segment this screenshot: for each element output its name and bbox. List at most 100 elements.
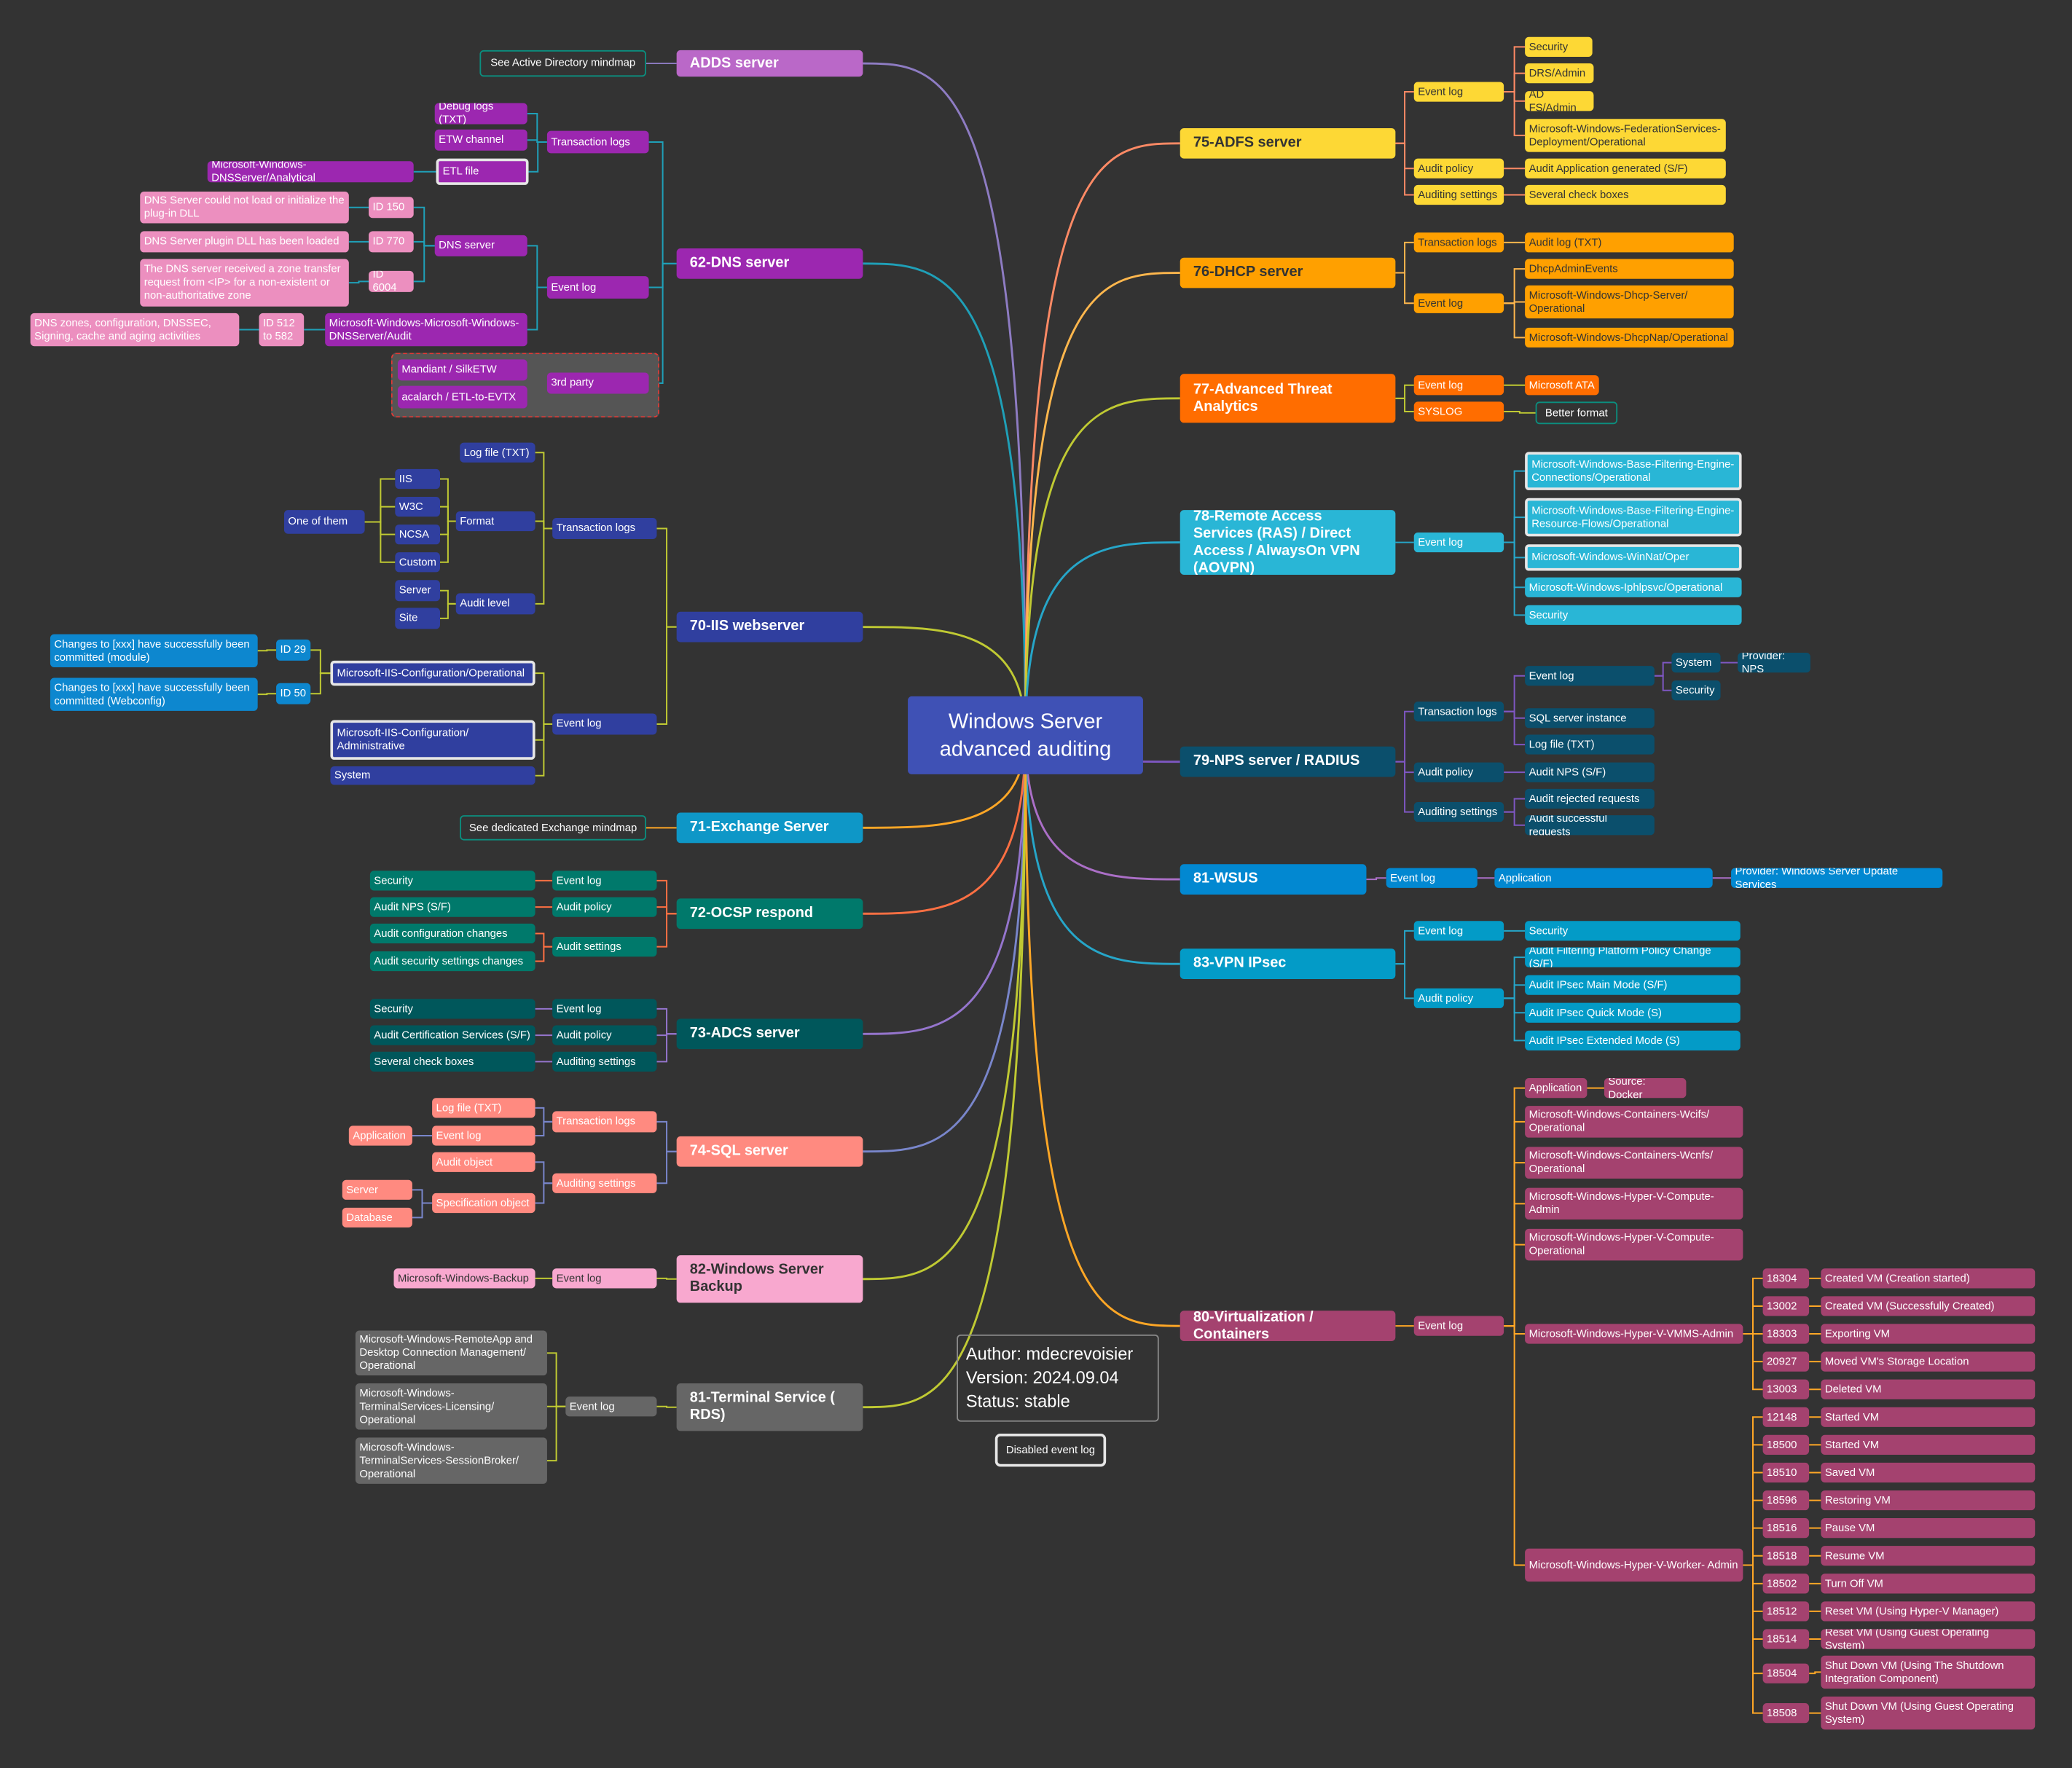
node-iis-el[interactable]: Event log (552, 713, 657, 735)
node-nps-ap-nps[interactable]: Audit NPS (S/F) (1525, 762, 1655, 782)
node-vm-13003[interactable]: 13003 (1762, 1379, 1810, 1399)
node-exch-see[interactable]: See dedicated Exchange mindmap (460, 815, 646, 841)
node-vm-20927t[interactable]: Moved VM's Storage Location (1821, 1351, 2036, 1372)
node-wk-18510[interactable]: 18510 (1762, 1462, 1810, 1483)
node-ras-el[interactable]: Event log (1413, 532, 1504, 553)
node-virt[interactable]: 80-Virtualization / Containers (1180, 1311, 1396, 1342)
node-wk-12148[interactable]: 12148 (1762, 1407, 1810, 1427)
node-iis-tl[interactable]: Transaction logs (552, 518, 657, 540)
node-iis-f-w3c[interactable]: W3C (395, 496, 440, 517)
node-ocsp-as[interactable]: Audit settings (552, 936, 657, 957)
node-wk-18516t[interactable]: Pause VM (1821, 1518, 2036, 1539)
node-sql-el[interactable]: Event log (432, 1125, 535, 1146)
node-vm-18303[interactable]: 18303 (1762, 1324, 1810, 1344)
node-adfs-sec[interactable]: Security (1525, 36, 1593, 57)
node-vpn-qm[interactable]: Audit IPsec Quick Mode (S) (1525, 1002, 1741, 1023)
node-wsus-prov[interactable]: Provider: Windows Server Update Services (1731, 868, 1943, 888)
node-iis-op[interactable]: Microsoft-IIS-Configuration/Operational (330, 660, 535, 686)
node-wk-18512t[interactable]: Reset VM (Using Hyper-V Manager) (1821, 1601, 2036, 1622)
node-sql-tl[interactable]: Transaction logs (552, 1111, 657, 1133)
node-rds-el[interactable]: Event log (565, 1396, 657, 1417)
node-sql-ao[interactable]: Audit object (432, 1152, 535, 1172)
node-virt-vmms[interactable]: Microsoft-Windows-Hyper-V-VMMS-Admin (1525, 1324, 1743, 1344)
node-wk-18500t[interactable]: Started VM (1821, 1434, 2036, 1455)
node-nps-prov[interactable]: Provider: NPS (1738, 653, 1810, 673)
node-dns-etw[interactable]: ETW channel (434, 129, 527, 151)
node-dns-aca[interactable]: acalarch / ETL-to-EVTX (397, 385, 527, 409)
node-adcs-as[interactable]: Auditing settings (552, 1051, 657, 1072)
node-wk-18518t[interactable]: Resume VM (1821, 1546, 2036, 1566)
node-ocsp-as-cfg[interactable]: Audit configuration changes (369, 923, 535, 944)
node-dns-770t[interactable]: DNS Server plugin DLL has been loaded (140, 231, 349, 253)
node-rds-ra[interactable]: Microsoft-Windows-RemoteApp and Desktop … (355, 1330, 547, 1376)
node-adfs-ap-app[interactable]: Audit Application generated (S/F) (1525, 158, 1726, 178)
node-adcs-ap-cs[interactable]: Audit Certification Services (S/F) (369, 1025, 535, 1045)
node-iis-al-srv[interactable]: Server (395, 580, 440, 602)
node-nps-suc[interactable]: Audit successful requests (1525, 815, 1655, 836)
node-iis-f-ncsa[interactable]: NCSA (395, 524, 440, 545)
node-ata-sys[interactable]: SYSLOG (1413, 401, 1504, 422)
node-wk-18518[interactable]: 18518 (1762, 1546, 1810, 1566)
node-vm-13003t[interactable]: Deleted VM (1821, 1379, 2036, 1399)
node-adcs-el-sec[interactable]: Security (369, 999, 535, 1019)
node-dns-tl[interactable]: Transaction logs (546, 130, 649, 154)
node-dns-770[interactable]: ID 770 (369, 231, 414, 253)
node-iis-al-site[interactable]: Site (395, 608, 440, 629)
node-ocsp-ap[interactable]: Audit policy (552, 897, 657, 917)
node-bkp-wb[interactable]: Microsoft-Windows-Backup (393, 1268, 535, 1289)
node-ocsp-el[interactable]: Event log (552, 871, 657, 891)
node-nps[interactable]: 79-NPS server / RADIUS (1180, 746, 1396, 777)
node-vpn-mm[interactable]: Audit IPsec Main Mode (S/F) (1525, 975, 1741, 995)
node-dns-150t[interactable]: DNS Server could not load or initialize … (140, 192, 349, 224)
node-ata-el[interactable]: Event log (1413, 375, 1504, 396)
node-sql-as[interactable]: Auditing settings (552, 1173, 657, 1193)
node-vm-18303t[interactable]: Exporting VM (1821, 1324, 2036, 1344)
node-vm-13002t[interactable]: Created VM (Successfully Created) (1821, 1296, 2036, 1316)
node-adfs-adfs[interactable]: AD FS/Admin (1525, 91, 1594, 111)
node-vpn-ap[interactable]: Audit policy (1413, 988, 1504, 1008)
node-adds-see[interactable]: See Active Directory mindmap (479, 50, 646, 77)
node-virt-worker[interactable]: Microsoft-Windows-Hyper-V-Worker- Admin (1525, 1548, 1743, 1582)
node-nps-el[interactable]: Event log (1525, 666, 1655, 686)
node-dns-audit[interactable]: Microsoft-Windows-Microsoft-Windows-DNSS… (325, 313, 527, 347)
node-sql-app[interactable]: Application (348, 1125, 412, 1146)
node-iis-29t[interactable]: Changes to [xxx] have successfully been … (50, 634, 258, 667)
node-dhcp-tl[interactable]: Transaction logs (1413, 232, 1504, 253)
node-virt-hvca[interactable]: Microsoft-Windows-Hyper-V-Compute- Admin (1525, 1187, 1743, 1220)
node-nps-lf[interactable]: Log file (TXT) (1525, 734, 1655, 755)
node-vm-13002[interactable]: 13002 (1762, 1296, 1810, 1316)
node-center[interactable]: Windows Server advanced auditing (908, 696, 1143, 774)
node-iis-one[interactable]: One of them (283, 510, 365, 534)
node-virt-wcifs[interactable]: Microsoft-Windows-Containers-Wcifs/ Oper… (1525, 1106, 1743, 1138)
node-rds-sb[interactable]: Microsoft-Windows- TerminalServices-Sess… (355, 1437, 547, 1484)
node-wk-18596[interactable]: 18596 (1762, 1490, 1810, 1511)
node-dhcp-al[interactable]: Audit log (TXT) (1525, 232, 1734, 253)
node-nps-rej[interactable]: Audit rejected requests (1525, 788, 1655, 809)
node-adcs[interactable]: 73-ADCS server (676, 1018, 863, 1050)
node-ras-iph[interactable]: Microsoft-Windows-Iphlpsvc/Operational (1525, 577, 1742, 597)
node-vm-20927[interactable]: 20927 (1762, 1351, 1810, 1372)
node-vm-18304t[interactable]: Created VM (Creation started) (1821, 1268, 2036, 1289)
node-dns-mand[interactable]: Mandiant / SilkETW (397, 359, 527, 381)
node-iis-fmt[interactable]: Format (455, 511, 535, 532)
node-wk-18500[interactable]: 18500 (1762, 1434, 1810, 1455)
node-iis[interactable]: 70-IIS webserver (676, 611, 863, 643)
node-sql-so[interactable]: Specification object (432, 1193, 535, 1214)
node-ocsp-el-sec[interactable]: Security (369, 871, 535, 891)
node-ata-bf[interactable]: Better format (1535, 401, 1618, 425)
node-wk-18502[interactable]: 18502 (1762, 1573, 1810, 1594)
node-wsus[interactable]: 81-WSUS (1180, 864, 1367, 895)
node-iis-f-custom[interactable]: Custom (395, 552, 440, 573)
node-adcs-as-cb[interactable]: Several check boxes (369, 1051, 535, 1072)
node-dns-dbg[interactable]: Debug logs (TXT) (434, 103, 527, 125)
node-sql-db[interactable]: Database (342, 1207, 412, 1228)
node-virt-dock[interactable]: Source: Docker (1604, 1078, 1687, 1099)
node-iis-adm[interactable]: Microsoft-IIS-Configuration/ Administrat… (330, 720, 535, 760)
node-nps-tl[interactable]: Transaction logs (1413, 702, 1504, 722)
node-dns-srv[interactable]: DNS server (434, 235, 527, 256)
node-nps-as[interactable]: Auditing settings (1413, 801, 1504, 822)
node-vpn-fp[interactable]: Audit Filtering Platform Policy Change (… (1525, 947, 1741, 967)
node-adfs-as-cb[interactable]: Several check boxes (1525, 184, 1726, 205)
node-exch[interactable]: 71-Exchange Server (676, 812, 863, 844)
node-wk-18512[interactable]: 18512 (1762, 1601, 1810, 1622)
